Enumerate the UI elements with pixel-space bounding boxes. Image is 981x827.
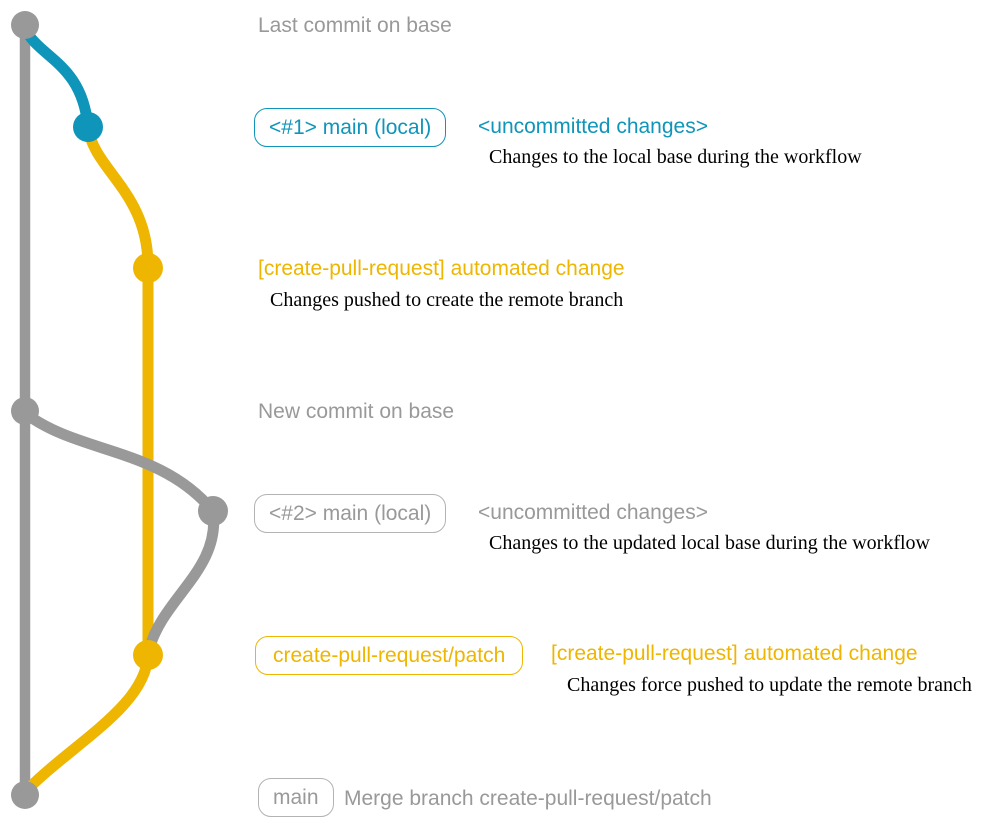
local-main-branch-curve-1 [19,25,94,128]
commit-graph [11,11,228,809]
description-automated-1: Changes pushed to create the remote bran… [270,289,624,311]
description-automated-2: Changes force pushed to update the remot… [567,674,972,696]
description-uncommitted-1: Changes to the local base during the wor… [489,146,862,168]
branch-label-create-pull-request-patch: create-pull-request/patch [255,636,524,675]
commit-dots [11,11,228,809]
branch-label-main-local-1-text: <#1> main (local) [269,115,432,139]
commit-dot-last-commit-on-base [11,11,39,39]
annotation-new-commit-on-base: New commit on base [258,400,455,423]
local-main-branch-curve-2 [21,408,218,515]
commit-message-automated-2: [create-pull-request] automated change [551,642,918,665]
commit-message-merge: Merge branch create-pull-request/patch [344,787,712,810]
branch-label-main: main [258,778,334,817]
commit-message-uncommitted-2: <uncommitted changes> [478,501,708,524]
commit-dot-automated-change-2 [133,640,163,670]
patch-branch-merge-curve [22,654,154,795]
commit-dot-uncommitted-changes-1 [73,112,103,142]
patch-branch-curve-out [82,126,154,269]
branch-label-main-local-1: <#1> main (local) [254,108,447,147]
commit-message-uncommitted-1: <uncommitted changes> [478,115,708,138]
commit-dot-new-commit-on-base [11,397,39,425]
commit-message-automated-1: [create-pull-request] automated change [258,257,625,280]
branch-label-main-local-2: <#2> main (local) [254,494,447,533]
commit-dot-merge-commit [11,781,39,809]
branch-label-create-pull-request-patch-text: create-pull-request/patch [273,643,506,667]
commit-dot-automated-change-1 [133,253,163,283]
branch-label-main-text: main [273,785,319,809]
description-uncommitted-2: Changes to the updated local base during… [489,532,930,554]
annotation-last-commit-on-base: Last commit on base [258,14,452,37]
local-main-into-patch-curve [143,510,220,652]
commit-dot-uncommitted-changes-2 [198,496,228,526]
branch-label-main-local-2-text: <#2> main (local) [269,501,432,525]
